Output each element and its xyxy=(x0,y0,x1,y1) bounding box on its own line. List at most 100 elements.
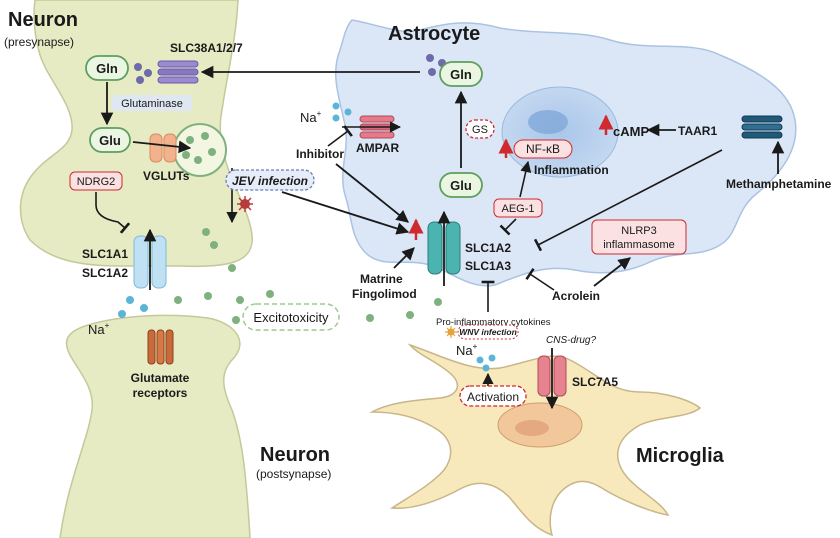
glutamate-receptors-label-2: receptors xyxy=(133,386,188,400)
drugs-to-slc1a2-arrow xyxy=(393,247,415,269)
gln-particle xyxy=(144,69,152,77)
glutaminase-label: Glutaminase xyxy=(121,98,183,110)
na-ion xyxy=(332,114,340,122)
slc1a2-astro-left xyxy=(427,221,443,275)
glutamate-particle xyxy=(366,314,374,322)
slc38-transporter-1 xyxy=(157,60,199,68)
neuron-post-subtitle: (postsynapse) xyxy=(256,467,331,481)
slc38-transporter-3 xyxy=(157,76,199,84)
glutamate-receptor-2 xyxy=(156,329,165,365)
vglut-transporter-right xyxy=(163,133,177,163)
vesicle-glutamate xyxy=(201,132,209,140)
slc1a-neuron-right xyxy=(151,235,167,289)
slc38-label: SLC38A1/2/7 xyxy=(170,41,243,55)
glu-to-vesicle-arrow xyxy=(132,140,192,154)
acrolein-to-nlrp3-arrow xyxy=(593,257,631,287)
na-ion xyxy=(140,304,148,312)
gln-astro-label: Gln xyxy=(450,67,472,82)
slc1a-neuron-left xyxy=(133,235,149,289)
ndrg2-box xyxy=(69,171,123,191)
slc7a5-label: SLC7A5 xyxy=(572,375,618,389)
neuron-pre-subtitle: (presynapse) xyxy=(4,35,74,49)
matrine-label: Matrine xyxy=(360,272,403,286)
glutamate-particle xyxy=(406,311,414,319)
wnv-label: WNV infection xyxy=(459,327,517,337)
taar1-inhibit-slc1a2 xyxy=(533,149,723,252)
nlrp3-label-2: inflammasome xyxy=(603,239,675,251)
aeg1-to-nfkb-arrow xyxy=(519,160,532,198)
slc7a5-left xyxy=(537,355,551,397)
na-ion xyxy=(118,310,126,318)
na-astro-label: Na+ xyxy=(300,109,322,125)
na-ion xyxy=(482,364,490,372)
cns-drug-label: CNS-drug? xyxy=(546,335,596,346)
slc7a5-right xyxy=(553,355,567,397)
wnv-virus-icon xyxy=(445,326,457,338)
ampar-to-slc1a2-arrow xyxy=(335,163,409,223)
astrocyte-nucleolus xyxy=(528,110,568,134)
glutamate-particle xyxy=(232,316,240,324)
gs-box xyxy=(465,119,495,139)
aeg1-inhibit-slc1a2 xyxy=(499,218,517,236)
vglut-transporter-left xyxy=(149,133,163,163)
proinflammatory-label: Pro-inflammatory cytokines xyxy=(436,317,551,328)
vgluts-label: VGLUTs xyxy=(143,169,190,183)
glu-neuron-box xyxy=(89,127,131,153)
ampar-label: AMPAR xyxy=(356,141,399,155)
glu-neuron-label: Glu xyxy=(99,133,121,148)
vesicle-glutamate xyxy=(186,136,194,144)
vesicle-glutamate xyxy=(208,148,216,156)
na-ion xyxy=(126,296,134,304)
neuron-pre-title: Neuron xyxy=(8,9,78,31)
slc1a3-astro-label: SLC1A3 xyxy=(465,259,511,273)
gln-particle xyxy=(134,63,142,71)
jev-to-slc1a2-arrow xyxy=(281,191,410,235)
ampar-receptor-3 xyxy=(359,131,395,139)
inflammation-label: Inflammation xyxy=(534,163,609,177)
ampar-receptor-1 xyxy=(359,115,395,123)
postsynaptic-neuron xyxy=(59,314,251,538)
nlrp3-label-1: NLRP3 xyxy=(621,225,656,237)
taar1-receptor-3 xyxy=(741,131,783,139)
slc1a2-astro-right xyxy=(445,221,461,275)
glutamate-particle xyxy=(174,296,182,304)
nfkb-box xyxy=(513,139,573,159)
taar1-receptor-2 xyxy=(741,123,783,131)
slc1a2-astro-label: SLC1A2 xyxy=(465,241,511,255)
gln-particle xyxy=(428,68,436,76)
glu-astro-label: Glu xyxy=(450,178,472,193)
gs-label: GS xyxy=(472,124,488,136)
vesicle-glutamate xyxy=(182,151,190,159)
camp-label: cAMP xyxy=(613,124,649,139)
gln-astro-box xyxy=(439,61,483,87)
gln-particle xyxy=(426,54,434,62)
gln-particle xyxy=(136,76,144,84)
glutamate-particle xyxy=(228,264,236,272)
acrolein-label: Acrolein xyxy=(552,289,600,303)
excitotoxicity-label: Excitotoxicity xyxy=(253,310,329,325)
ndrg2-label: NDRG2 xyxy=(77,176,116,188)
virus-icon xyxy=(237,196,253,212)
excitotoxicity-box xyxy=(242,303,340,331)
glutaminase-box xyxy=(112,95,192,111)
na-microglia-label: Na+ xyxy=(456,342,478,358)
aeg1-label: AEG-1 xyxy=(501,203,534,215)
astrocyte-title: Astrocyte xyxy=(388,23,480,45)
na-ion xyxy=(476,356,484,364)
inhibitor-to-ampar xyxy=(327,125,353,147)
methamphetamine-label: Methamphetamine xyxy=(726,177,832,191)
jev-label: JEV infection xyxy=(232,174,308,188)
glutamate-particle xyxy=(266,290,274,298)
na-ion xyxy=(344,108,352,116)
taar1-receptor-1 xyxy=(741,115,783,123)
fingolimod-label: Fingolimod xyxy=(352,287,417,301)
glutamate-particle xyxy=(434,298,442,306)
na-ion xyxy=(488,354,496,362)
na-ion xyxy=(332,102,340,110)
slc1a2-neuron-label: SLC1A2 xyxy=(82,266,128,280)
glutamate-particle xyxy=(236,296,244,304)
microglia-title: Microglia xyxy=(636,445,725,467)
slc38-transporter-2 xyxy=(157,68,199,76)
nlrp3-box xyxy=(591,219,687,255)
vesicle-glutamate xyxy=(194,156,202,164)
